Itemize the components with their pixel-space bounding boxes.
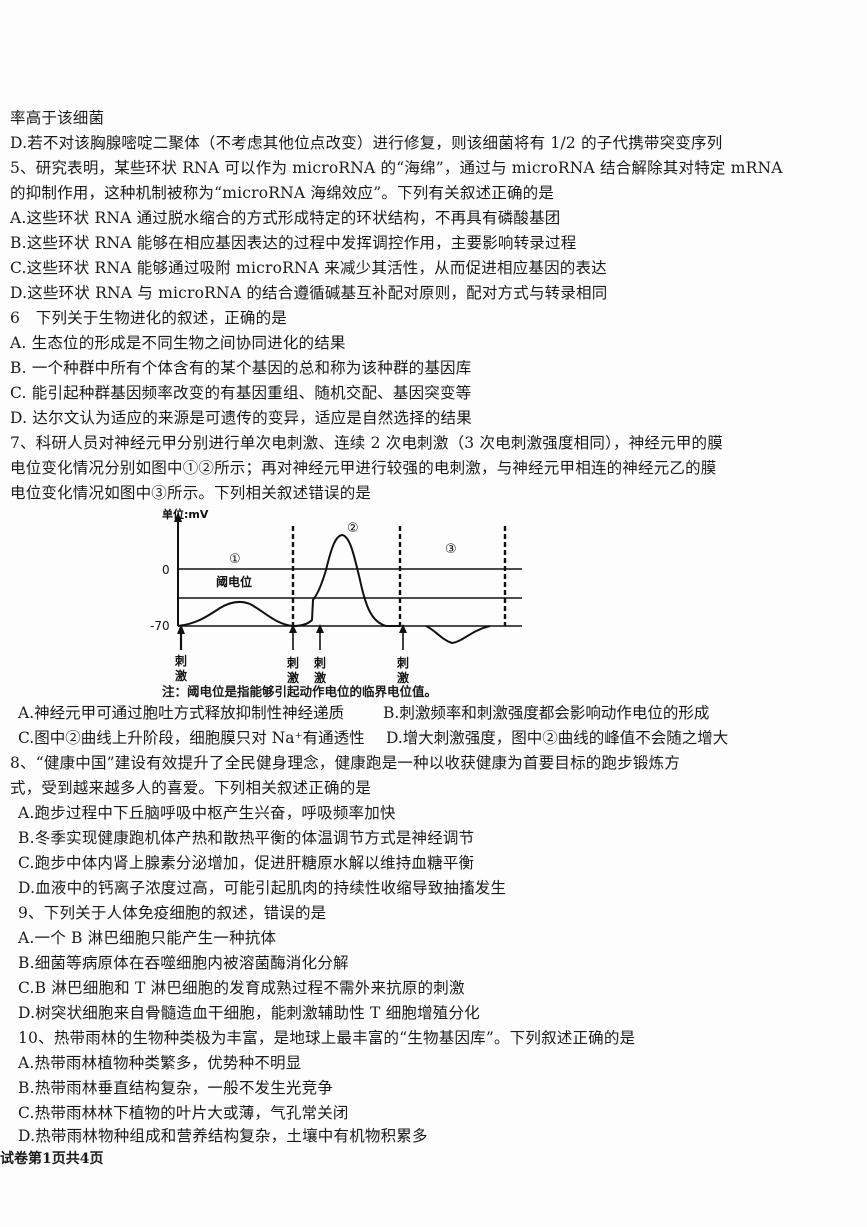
tick-rest: -70: [150, 619, 170, 633]
carryover-text: 率高于该细菌: [10, 109, 105, 127]
q6-option-d: D. 达尔文认为适应的来源是可遗传的变异，适应是自然选择的结果: [10, 409, 472, 427]
q8-stem-line-2: 式，受到越来越多人的喜爱。下列相关叙述正确的是: [10, 779, 372, 797]
stimulus-label: 刺激: [174, 653, 187, 683]
membrane-potential-diagram: 单位:mV 0 -70 阈电位 ① ② ③: [150, 500, 530, 700]
q7-option-d: D.增大刺激强度，图中②曲线的峰值不会随之增大: [386, 729, 729, 747]
q7-stem-line-3: 电位变化情况如图中③所示。下列相关叙述错误的是: [10, 484, 372, 502]
q5-stem-line-2: 的抑制作用，这种机制被称为“microRNA 海绵效应”。下列有关叙述正确的是: [10, 184, 555, 202]
q10-option-d: D.热带雨林物种组成和营养结构复杂，土壤中有机物积累多: [18, 1127, 428, 1145]
curve-label-2: ②: [347, 521, 359, 536]
q9-option-d: D.树突状细胞来自骨髓造血干细胞，能刺激辅助性 T 细胞增殖分化: [18, 1004, 480, 1022]
q8-option-c: C.跑步中体内肾上腺素分泌增加，促进肝糖原水解以维持血糖平衡: [18, 854, 475, 872]
q8-option-b: B.冬季实现健康跑机体产热和散热平衡的体温调节方式是神经调节: [18, 829, 475, 847]
q7-option-b: B.刺激频率和刺激强度都会影响动作电位的形成: [383, 704, 710, 722]
q9-option-b: B.细菌等病原体在吞噬细胞内被溶菌酶消化分解: [18, 954, 349, 972]
q6-option-b: B. 一个种群中所有个体含有的某个基因的总和称为该种群的基因库: [10, 359, 472, 377]
q9-option-a: A.一个 B 淋巴细胞只能产生一种抗体: [18, 929, 277, 947]
q8-option-a: A.跑步过程中下丘脑呼吸中枢产生兴奋，呼吸频率加快: [18, 804, 396, 822]
q10-stem: 10、热带雨林的生物种类极为丰富，是地球上最丰富的“生物基因库”。下列叙述正确的…: [18, 1029, 636, 1047]
q5-option-b: B.这些环状 RNA 能够在相应基因表达的过程中发挥调控作用，主要影响转录过程: [10, 234, 577, 252]
stimulus-arrow-icon: [316, 624, 324, 650]
q5-option-a: A.这些环状 RNA 通过脱水缩合的方式形成特定的环状结构，不再具有磷酸基团: [10, 209, 561, 227]
curve-label-1: ①: [229, 552, 241, 567]
stimulus-arrow-icon: [399, 624, 407, 650]
threshold-label: 阈电位: [216, 574, 252, 589]
q7-stem-line-2: 电位变化情况分别如图中①②所示；再对神经元甲进行较强的电刺激，与神经元甲相连的神…: [10, 459, 717, 477]
q7-stem-line-1: 7、科研人员对神经元甲分别进行单次电刺激、连续 2 次电刺激（3 次电刺激强度相…: [10, 434, 723, 452]
curve-label-3: ③: [445, 542, 457, 557]
q9-option-c: C.B 淋巴细胞和 T 淋巴细胞的发育成熟过程不需外来抗原的刺激: [18, 979, 465, 997]
stimulus-arrow-icon: [177, 624, 185, 650]
stimulus-arrow-icon: [289, 624, 297, 650]
stimulus-label: 刺激: [396, 655, 409, 685]
diagram-note: 注：阈电位是指能够引起动作电位的临界电位值。: [162, 684, 438, 699]
tick-zero: 0: [162, 563, 170, 577]
q8-option-d: D.血液中的钙离子浓度过高，可能引起肌肉的持续性收缩导致抽搐发生: [18, 879, 507, 897]
y-axis-label: 单位:mV: [162, 507, 209, 521]
q5-option-c: C.这些环状 RNA 能够通过吸附 microRNA 来减少其活性，从而促进相应…: [10, 259, 607, 277]
stimulus-label: 刺激: [286, 655, 299, 685]
q5-option-d: D.这些环状 RNA 与 microRNA 的结合遵循碱基互补配对原则，配对方式…: [10, 284, 608, 302]
q10-option-b: B.热带雨林垂直结构复杂，一般不发生光竞争: [18, 1079, 334, 1097]
stimulus-label: 刺激: [313, 655, 326, 685]
q10-option-a: A.热带雨林植物种类繁多，优势种不明显: [18, 1054, 302, 1072]
q6-option-a: A. 生态位的形成是不同生物之间协同进化的结果: [10, 334, 346, 352]
q8-stem-line-1: 8、“健康中国”建设有效提升了全民健身理念，健康跑是一种以收获健康为首要目标的跑…: [10, 754, 681, 772]
q5-stem-line-1: 5、研究表明，某些环状 RNA 可以作为 microRNA 的“海绵”，通过与 …: [10, 159, 783, 177]
q7-option-a: A.神经元甲可通过胞吐方式释放抑制性神经递质: [18, 704, 345, 722]
carryover-option-d: D.若不对该胸腺嘧啶二聚体（不考虑其他位点改变）进行修复，则该细菌将有 1/2 …: [10, 134, 723, 152]
q10-option-c: C.热带雨林林下植物的叶片大或薄，气孔常关闭: [18, 1104, 349, 1122]
q9-stem: 9、下列关于人体免疫细胞的叙述，错误的是: [18, 904, 327, 922]
page-footer: 试卷第1页共4页: [0, 1151, 104, 1167]
q7-option-c: C.图中②曲线上升阶段，细胞膜只对 Na⁺有通透性: [18, 729, 365, 747]
q6-stem: 6 下列关于生物进化的叙述，正确的是: [10, 309, 287, 327]
q6-option-c: C. 能引起种群基因频率改变的有基因重组、随机交配、基因突变等: [10, 384, 472, 402]
